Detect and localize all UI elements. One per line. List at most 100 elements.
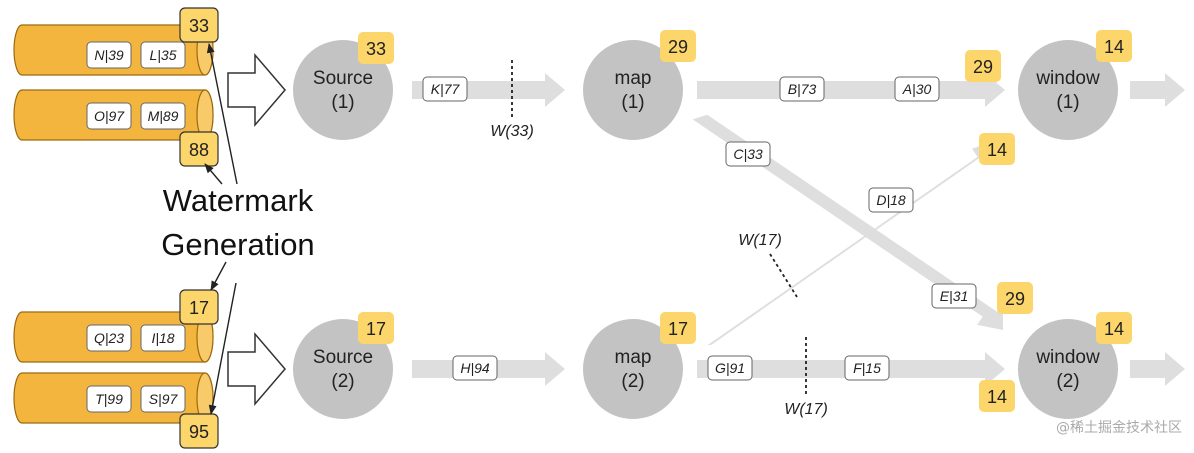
- event-box: [140, 385, 186, 413]
- stream-events: K|77 H|94 B|73 A|30 C|33 E|31 D|18 G|91 …: [422, 76, 977, 381]
- pointer-arrow: [210, 261, 227, 291]
- operator-watermark-value: 17: [366, 319, 386, 339]
- ingest-arrow-source2: [227, 331, 286, 407]
- generation-label-line1: Watermark: [163, 183, 314, 218]
- watermark-label: W(33): [490, 123, 534, 140]
- event-label: G|91: [715, 360, 745, 376]
- partition-watermark-value: 95: [189, 422, 209, 442]
- operator-map1: map (1) 29: [583, 30, 696, 140]
- event-label: H|94: [460, 360, 490, 376]
- operator-name: window: [1035, 68, 1100, 89]
- pointer-arrow: [206, 43, 238, 185]
- operator-watermark-badge: [660, 30, 696, 62]
- operator-name: window: [1035, 347, 1100, 368]
- operator-watermark-value: 33: [366, 39, 386, 59]
- operator-watermark-badge: [1096, 30, 1132, 62]
- operator-index: (2): [621, 371, 644, 392]
- operator-source1: Source (1) 33: [293, 32, 394, 140]
- operator-name: map: [615, 347, 652, 368]
- stream-window2-output: [1130, 352, 1185, 386]
- operator-window1: window (1) 14 29 14: [965, 30, 1132, 165]
- watermark-generation: Watermark Generation: [161, 43, 315, 415]
- event-label: Q|23: [94, 330, 124, 346]
- watermark-marker: [769, 253, 798, 298]
- event-label: S|97: [149, 391, 179, 407]
- operator-index: (1): [621, 92, 644, 113]
- event-box: [868, 187, 914, 213]
- operator-name: map: [615, 68, 652, 89]
- event-box: [86, 102, 132, 130]
- operator-map2: map (2) 17: [583, 312, 696, 419]
- input-watermark-value: 29: [1005, 289, 1025, 309]
- input-watermark-badge: [965, 50, 1001, 82]
- operator-name: Source: [313, 68, 373, 89]
- event-label: N|39: [94, 47, 124, 63]
- operator-watermark-badge: [660, 312, 696, 344]
- event-box: [86, 41, 132, 69]
- stream-window1-output: [1130, 73, 1185, 107]
- event-box: [725, 141, 771, 167]
- partition-3: Q|23 I|18 17: [13, 289, 219, 363]
- operator-watermark-value: 17: [668, 319, 688, 339]
- input-watermark-badge: [997, 282, 1033, 314]
- event-label: A|30: [902, 81, 932, 97]
- event-label: M|89: [148, 108, 179, 124]
- operator-watermark-badge: [358, 32, 394, 64]
- partition-watermark-value: 88: [189, 140, 209, 160]
- operator-window2: window (2) 14 29 14: [979, 282, 1132, 419]
- event-label: F|15: [853, 360, 881, 376]
- operator-circle: [1018, 40, 1118, 140]
- operator-name: Source: [313, 347, 373, 368]
- operators: Source (1) 33 Source (2) 17 map (1) 29 m…: [293, 30, 1132, 419]
- operator-watermark-value: 29: [668, 37, 688, 57]
- event-box: [140, 102, 186, 130]
- input-watermark-value: 29: [973, 57, 993, 77]
- pointer-arrow: [208, 282, 237, 415]
- event-box: [779, 76, 825, 102]
- event-label: B|73: [788, 81, 817, 97]
- operator-index: (1): [1056, 92, 1079, 113]
- input-watermark-value: 14: [987, 387, 1007, 407]
- partition-watermark-value: 33: [189, 16, 209, 36]
- event-label: T|99: [95, 391, 123, 407]
- partition-watermark-badge: [179, 7, 219, 43]
- operator-circle: [1018, 319, 1118, 419]
- event-box: [86, 385, 132, 413]
- event-label: I|18: [151, 330, 174, 346]
- operator-circle: [293, 40, 393, 140]
- stream-map1-window2: [692, 114, 1003, 330]
- partition-2: O|97 M|89 88: [13, 89, 219, 167]
- partition-watermark-badge: [179, 413, 219, 449]
- event-box: [140, 41, 186, 69]
- pointer-arrow: [204, 163, 223, 185]
- footer-credit: @稀土掘金技术社区: [1056, 420, 1182, 436]
- stream-watermarks: W(33) W(17) W(17): [490, 60, 828, 418]
- operator-index: (2): [331, 371, 354, 392]
- event-box: [844, 355, 890, 381]
- operator-source2: Source (2) 17: [293, 312, 394, 419]
- operator-watermark-value: 14: [1104, 319, 1124, 339]
- input-watermark-value: 14: [987, 140, 1007, 160]
- event-label: C|33: [733, 146, 763, 162]
- partition-watermark-value: 17: [189, 298, 209, 318]
- event-box: [140, 324, 186, 352]
- generation-label-line2: Generation: [161, 227, 314, 262]
- operator-watermark-value: 14: [1104, 37, 1124, 57]
- event-label: D|18: [876, 192, 906, 208]
- event-box: [422, 76, 468, 102]
- partition-1: N|39 L|35 33: [13, 7, 219, 76]
- partitions: N|39 L|35 33 O|97 M|89 88 Q|23 I|18 17: [13, 7, 219, 449]
- event-label: O|97: [94, 108, 125, 124]
- operator-watermark-badge: [1096, 312, 1132, 344]
- partition-watermark-badge: [179, 131, 219, 167]
- operator-index: (1): [331, 92, 354, 113]
- event-label: K|77: [431, 81, 461, 97]
- input-watermark-badge: [979, 380, 1015, 412]
- operator-circle: [583, 319, 683, 419]
- input-watermark-badge: [979, 133, 1015, 165]
- watermark-label: W(17): [738, 232, 782, 249]
- event-box: [931, 283, 977, 309]
- event-label: E|31: [940, 288, 969, 304]
- event-box: [894, 76, 940, 102]
- partition-4: T|99 S|97 95: [13, 372, 219, 449]
